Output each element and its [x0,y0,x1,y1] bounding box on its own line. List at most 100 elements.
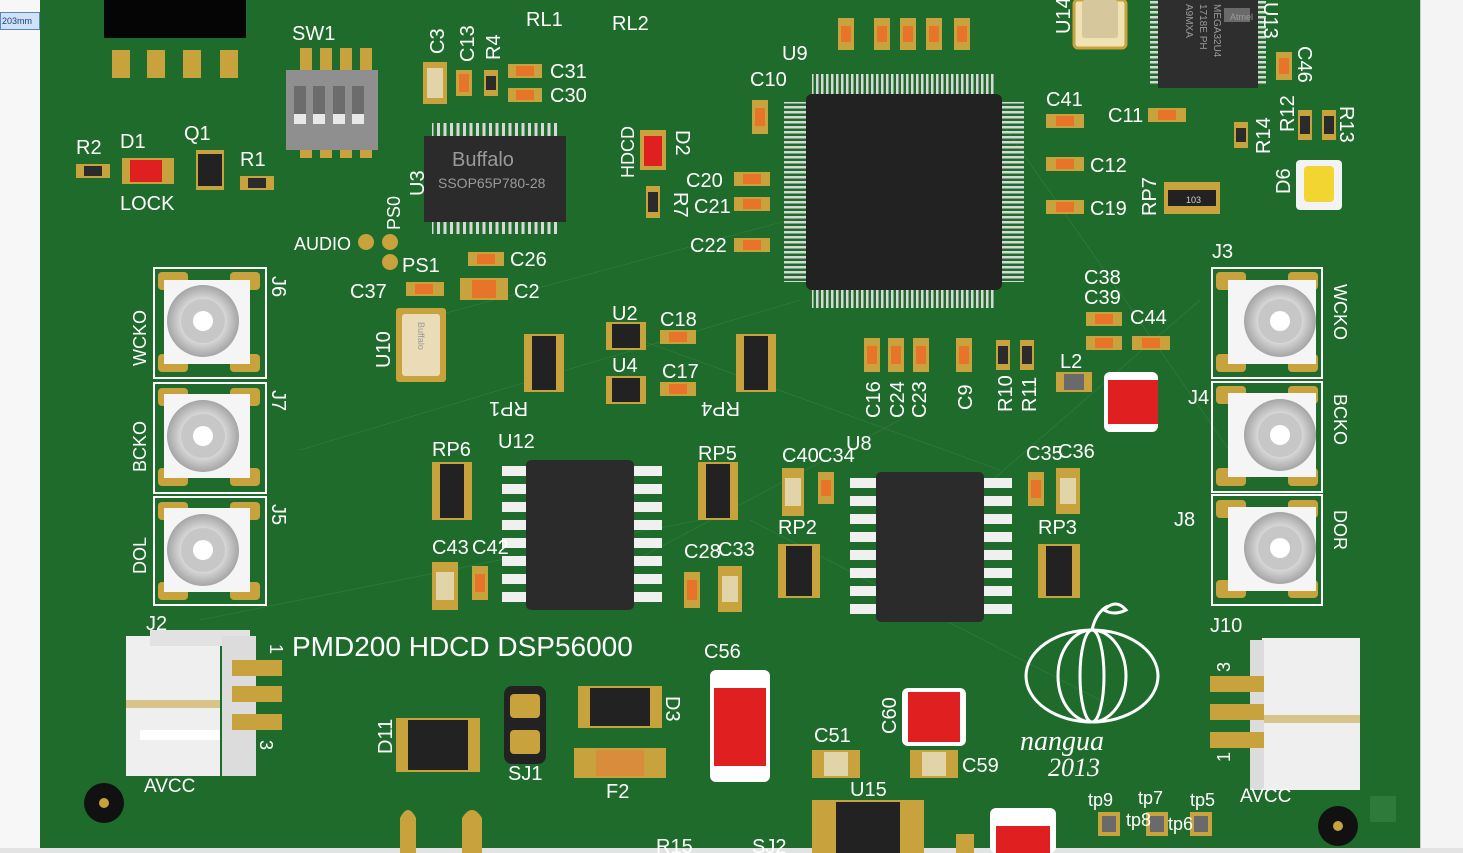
board-title: PMD200 HDCD DSP56000 [292,631,633,662]
bottom-components[interactable] [396,686,924,853]
u10-oscillator[interactable] [396,308,446,382]
label-u12: U12 [498,431,535,453]
resistor-networks[interactable] [432,182,1220,598]
u13-mcu-ic[interactable] [1150,0,1266,88]
label-avcc-left: AVCC [144,776,195,797]
label-wcko-right: WCKO [1330,284,1350,340]
label-c13: C13 [457,25,479,62]
label-ps0: PS0 [384,196,404,230]
label-c18: C18 [660,309,697,331]
label-c42: C42 [472,537,509,559]
label-hdcd-led: HDCD [618,126,638,178]
label-u10: U10 [373,331,395,368]
label-sj1: SJ1 [508,763,542,785]
label-audio: AUDIO [294,234,351,254]
label-c21: C21 [694,196,731,218]
passives[interactable] [76,18,1336,778]
label-rp4: RP4 [701,397,740,419]
label-d2: D2 [671,130,693,156]
u8-soic-ic[interactable] [850,472,1012,622]
label-u15: U15 [850,779,887,801]
label-r10: R10 [995,375,1017,412]
u2-u4-ics[interactable] [606,322,646,404]
label-j10: J10 [1210,615,1242,637]
label-c2: C2 [514,281,540,303]
bnc-left[interactable] [153,267,267,606]
right-gutter [1420,0,1463,853]
label-c11: C11 [1108,105,1143,127]
label-rp7: RP7 [1139,177,1161,216]
label-c59: C59 [962,755,999,777]
label-u3: U3 [407,170,429,196]
label-rp5: RP5 [698,443,737,465]
j10-header[interactable] [1210,638,1360,790]
label-c34: C34 [818,445,855,467]
label-c26: C26 [510,249,547,271]
label-c22: C22 [690,235,727,257]
label-r1: R1 [240,149,266,171]
label-c12: C12 [1090,155,1127,177]
label-c19: C19 [1090,198,1127,220]
label-d1: D1 [120,131,146,153]
label-rp2: RP2 [778,517,817,539]
label-rp6: RP6 [432,439,471,461]
pumpkin-logo-icon [1024,602,1160,724]
label-r12: R12 [1277,95,1299,132]
label-c9: C9 [955,384,977,410]
label-j2: J2 [146,613,167,635]
label-ps1: PS1 [402,255,440,277]
red-components[interactable] [122,130,1158,853]
label-pin3-right: 3 [1214,662,1234,672]
label-c35: C35 [1026,443,1063,465]
mounting-holes [84,234,1396,853]
label-j5: J5 [267,504,289,525]
u10-marking: Buffalo [416,322,426,350]
label-c24: C24 [887,381,909,418]
label-j4: J4 [1188,387,1209,409]
label-bcko-right: BCKO [1330,394,1350,445]
label-u2: U2 [612,303,638,325]
label-d6: D6 [1273,168,1295,194]
label-q1: Q1 [184,123,211,145]
label-tp9: tp9 [1088,790,1113,810]
label-sw1: SW1 [292,23,335,45]
label-u13: U13 [1259,2,1281,39]
label-c33: C33 [718,539,755,561]
logo-text: nangua [1020,726,1104,757]
bnc-right[interactable] [1211,267,1323,606]
label-rp1: RP1 [489,397,528,419]
logo-year: 2013 [1048,753,1100,782]
label-dol: DOL [130,537,150,574]
label-u9: U9 [782,43,808,65]
u12-soic-ic[interactable] [502,460,662,610]
label-c51: C51 [814,725,851,747]
label-j6: J6 [267,276,289,297]
label-c31: C31 [550,61,587,83]
label-f2: F2 [606,781,629,803]
label-c43: C43 [432,537,469,559]
label-c36: C36 [1058,441,1095,463]
label-avcc-right: AVCC [1240,786,1291,807]
label-c20: C20 [686,170,723,192]
u13-marking-brand: Atmel [1230,12,1253,22]
sw1-dip-switch[interactable] [286,48,378,158]
label-r15: R15 [656,836,693,853]
label-c40: C40 [782,445,819,467]
u3-ssop-ic[interactable] [424,123,566,234]
label-c60: C60 [879,697,901,734]
label-r2: R2 [76,137,102,159]
label-rp3: RP3 [1038,517,1077,539]
bottom-scrollbar[interactable] [0,848,1463,853]
u13-marking-line2: 1718E PH [1197,4,1208,50]
label-pin1-left: 1 [266,644,286,654]
label-r14: R14 [1253,117,1275,154]
label-r13: R13 [1335,106,1357,143]
label-tp5: tp5 [1190,790,1215,810]
label-pin3-left: 3 [256,740,276,750]
j2-header[interactable] [126,630,282,776]
u9-qfp-ic[interactable] [784,74,1024,308]
label-wcko-left: WCKO [130,310,150,366]
u13-marking-line1: MEGA32U4 [1211,4,1222,58]
